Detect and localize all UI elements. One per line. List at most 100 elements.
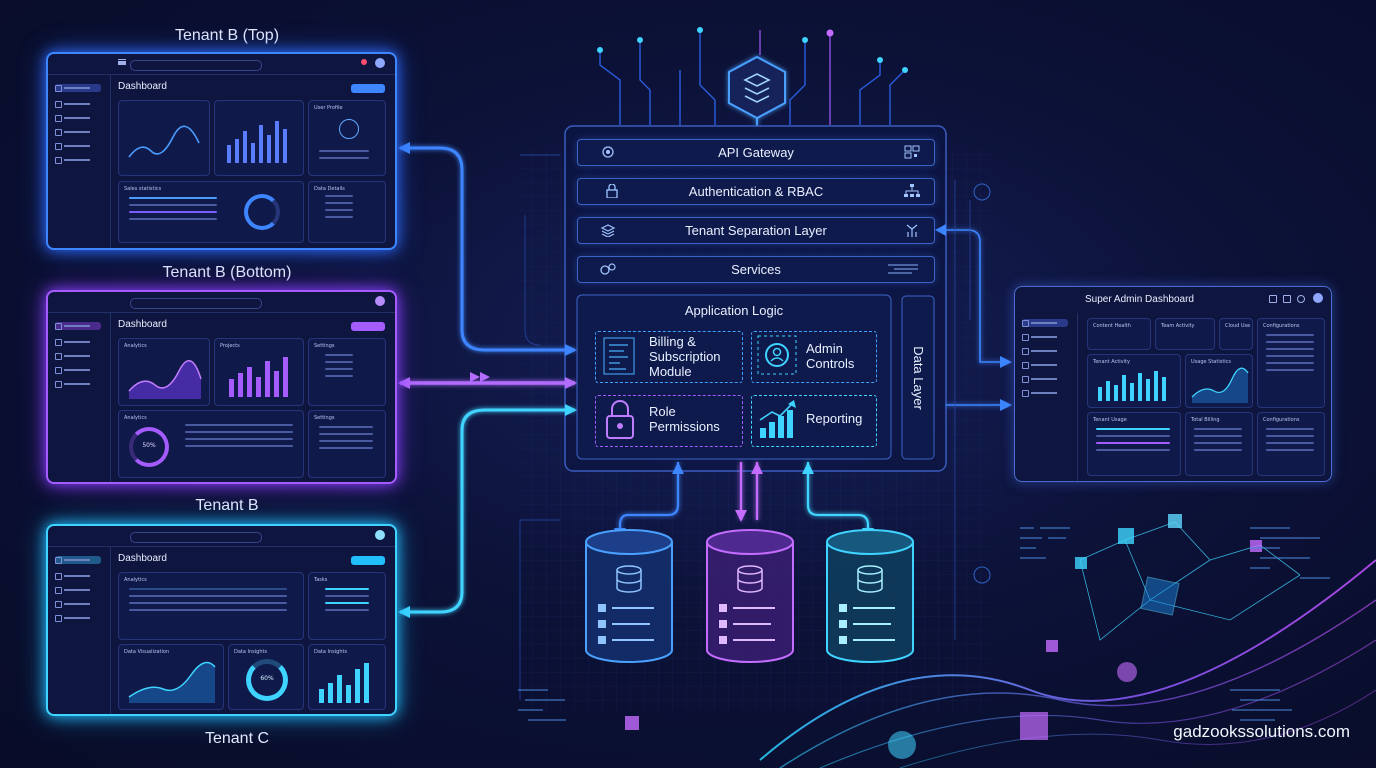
primary-button[interactable]	[351, 556, 385, 565]
sidebar-item[interactable]	[55, 338, 101, 346]
super-admin-dashboard[interactable]: Super Admin Dashboard Content Health Tea…	[1014, 286, 1332, 482]
search-input[interactable]	[130, 298, 262, 309]
data-visualization-card: Data Visualization	[118, 644, 224, 710]
content-health-card: Content Health	[1087, 318, 1151, 350]
analytics-table-card: Analytics 50%	[118, 410, 304, 478]
sidebar-item-dashboard[interactable]	[55, 556, 101, 564]
role-permissions-box[interactable]	[595, 395, 743, 447]
sales-statistics-card: Sales statistics	[118, 181, 304, 243]
code-document-icon	[603, 337, 635, 375]
card-title: Tenant Usage	[1093, 417, 1127, 423]
sidebar	[1015, 313, 1078, 481]
auth-rbac-label: Authentication & RBAC	[688, 184, 824, 199]
bar-chart	[319, 663, 369, 703]
sidebar-item-dashboard[interactable]	[55, 322, 101, 330]
circuit-icon	[906, 224, 918, 237]
notification-icon[interactable]	[1283, 295, 1291, 303]
primary-button[interactable]	[351, 322, 385, 331]
sidebar	[48, 312, 111, 482]
avatar[interactable]	[375, 58, 385, 68]
avatar[interactable]	[1313, 293, 1323, 303]
avatar[interactable]	[375, 296, 385, 306]
settings-card: Settings	[308, 338, 386, 406]
sidebar-item[interactable]	[1022, 375, 1068, 383]
card-title: Tenant Activity	[1093, 359, 1130, 365]
tenant-b-label: Tenant B	[195, 497, 259, 514]
qr-code-icon	[904, 145, 920, 159]
donut-chart	[244, 194, 280, 230]
admin-controls-box[interactable]	[751, 331, 877, 383]
card-title: Projects	[220, 343, 240, 349]
configurations-card: Configurations	[1257, 318, 1325, 408]
card-title: Data Insights	[234, 649, 268, 655]
topbar	[48, 54, 395, 75]
menu-icon[interactable]	[118, 59, 126, 62]
notification-icon[interactable]	[361, 59, 367, 65]
sidebar-item[interactable]	[55, 586, 101, 594]
super-admin-title: Super Admin Dashboard	[1085, 294, 1194, 305]
floating-cubes	[625, 514, 1262, 759]
sidebar-item[interactable]	[55, 380, 101, 388]
services-row[interactable]: Services	[577, 256, 935, 283]
avatar[interactable]	[375, 530, 385, 540]
sidebar-item[interactable]	[1022, 389, 1068, 397]
app-logic-title: Application Logic	[684, 303, 784, 318]
sidebar-item[interactable]	[55, 100, 101, 108]
bar-chart	[229, 357, 288, 397]
sidebar-item[interactable]	[55, 114, 101, 122]
search-input[interactable]	[130, 60, 262, 71]
sidebar-item[interactable]	[55, 600, 101, 608]
sidebar-item[interactable]	[55, 142, 101, 150]
watermark: gadzookssolutions.com	[1173, 722, 1350, 741]
tenant-c-dashboard[interactable]: Dashboard Analytics Tasks Data Visualiza…	[46, 524, 397, 716]
data-layer-column	[901, 295, 935, 460]
tasks-card: Tasks	[308, 572, 386, 640]
primary-button[interactable]	[351, 84, 385, 93]
billing-module-box[interactable]	[595, 331, 743, 383]
user-icon	[339, 119, 359, 139]
sidebar-item[interactable]	[1022, 333, 1068, 341]
api-gateway-label: API Gateway	[718, 145, 794, 160]
tenant-usage-card: Tenant Usage	[1087, 412, 1181, 476]
dashboard-title: Dashboard	[118, 553, 167, 564]
sidebar-item[interactable]	[1022, 347, 1068, 355]
stack-hub-icon	[728, 55, 786, 127]
auth-rbac-row[interactable]: Authentication & RBAC	[577, 178, 935, 205]
hierarchy-icon	[904, 184, 920, 197]
chart-card	[118, 100, 210, 176]
search-input[interactable]	[130, 532, 262, 543]
card-title: Team Activity	[1161, 323, 1195, 329]
sidebar-item-dashboard[interactable]	[1022, 319, 1068, 327]
sidebar-item[interactable]	[55, 366, 101, 374]
sidebar-item[interactable]	[55, 614, 101, 622]
settings-icon[interactable]	[1297, 295, 1305, 303]
sidebar-item[interactable]	[1022, 361, 1068, 369]
sidebar-item[interactable]	[55, 572, 101, 580]
projects-card: Projects	[214, 338, 304, 406]
sidebar-item[interactable]	[55, 352, 101, 360]
area-chart	[128, 661, 216, 703]
data-layer-label: Data Layer	[911, 346, 926, 410]
code-lines	[518, 527, 1330, 721]
total-billing-card: Total Billing	[1185, 412, 1253, 476]
card-title: Analytics	[124, 343, 147, 349]
sidebar-item[interactable]	[55, 128, 101, 136]
reporting-label: Reporting	[806, 411, 863, 426]
card-title: Sales statistics	[124, 186, 162, 192]
database-cyan	[826, 529, 914, 663]
api-gateway-row[interactable]: API Gateway	[577, 139, 935, 166]
tenant-separation-row[interactable]: Tenant Separation Layer	[577, 217, 935, 244]
data-insights-bars-card: Data Insights	[308, 644, 386, 710]
sidebar-item[interactable]	[55, 156, 101, 164]
card-title: Data Details	[314, 186, 345, 192]
lock-icon	[606, 184, 618, 198]
particle-wave	[759, 559, 1376, 768]
tenant-bottom-dashboard[interactable]: Dashboard Analytics Projects Settings An…	[46, 290, 397, 484]
apps-icon[interactable]	[1269, 295, 1277, 303]
reporting-box[interactable]	[751, 395, 877, 447]
super-admin-connector	[946, 229, 1010, 363]
card-title: User Profile	[314, 105, 343, 111]
tenant-top-dashboard[interactable]: Dashboard User Profile Sales statistics …	[46, 52, 397, 250]
sidebar-item-dashboard[interactable]	[55, 84, 101, 92]
